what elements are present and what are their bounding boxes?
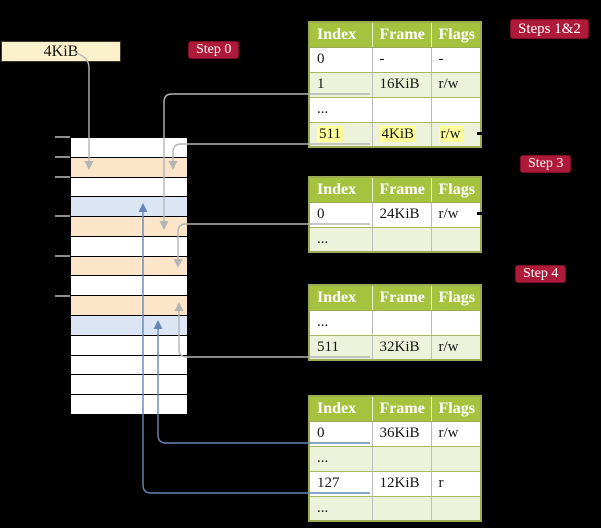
cell-index: ... xyxy=(309,496,373,521)
memory-tick xyxy=(55,255,70,257)
cell-index: ... xyxy=(309,446,373,472)
table-row: 127 12KiB r xyxy=(309,471,481,497)
table-row: ... xyxy=(309,496,481,521)
memory-row-page-table xyxy=(71,296,187,317)
highlight-mark: 511 xyxy=(317,125,343,142)
page-size-box: 4KiB xyxy=(1,41,121,62)
col-header-index: Index xyxy=(309,22,373,48)
col-header-index: Index xyxy=(309,285,373,311)
table-header-row: Index Frame Flags xyxy=(309,177,481,203)
cell-flags: r/w xyxy=(431,335,481,360)
cell-frame xyxy=(372,97,432,123)
memory-tick xyxy=(55,215,70,217)
page-size-label: 4KiB xyxy=(43,43,79,60)
badge-step-0: Step 0 xyxy=(188,41,240,59)
cell-frame: 4KiB xyxy=(372,122,432,147)
badge-steps-1-2: Steps 1&2 xyxy=(510,19,589,39)
memory-row-page-table xyxy=(71,217,187,237)
cell-flags xyxy=(431,227,481,252)
memory-row-free xyxy=(71,335,187,356)
cell-frame: 32KiB xyxy=(372,335,432,360)
table-row: ... xyxy=(309,97,481,123)
cell-frame xyxy=(372,446,432,472)
col-header-flags: Flags xyxy=(431,177,481,203)
cell-flags: r/w xyxy=(431,202,481,228)
memory-tick xyxy=(55,295,70,297)
table-header-row: Index Frame Flags xyxy=(309,396,481,422)
highlight-mark: 4KiB xyxy=(379,125,417,142)
cell-flags: r/w xyxy=(431,72,481,98)
cell-frame xyxy=(372,227,432,252)
cell-index: ... xyxy=(309,97,373,123)
memory-tick xyxy=(55,156,70,158)
cell-flags: - xyxy=(431,47,481,73)
highlight-mark: r/w xyxy=(438,125,463,142)
cell-index: 0 xyxy=(309,421,373,447)
cell-index: 511 xyxy=(309,335,373,360)
table-row: 0 36KiB r/w xyxy=(309,421,481,447)
cell-index: ... xyxy=(309,227,373,252)
cell-index: 511 xyxy=(309,122,373,147)
table-row: 1 16KiB r/w xyxy=(309,72,481,98)
memory-row-free xyxy=(71,138,187,158)
cell-index: 127 xyxy=(309,471,373,497)
page-table-step-4: Index Frame Flags ... 511 32KiB r/w xyxy=(308,284,482,361)
cell-frame xyxy=(372,310,432,336)
memory-row-free xyxy=(71,395,187,414)
memory-row-free xyxy=(71,375,187,396)
col-header-flags: Flags xyxy=(431,22,481,48)
memory-stack xyxy=(70,137,188,415)
cell-index: 0 xyxy=(309,47,373,73)
badge-step-4: Step 4 xyxy=(515,265,567,283)
table-row: ... xyxy=(309,310,481,336)
memory-row-free xyxy=(71,177,187,198)
col-header-frame: Frame xyxy=(372,396,432,422)
cell-index: 1 xyxy=(309,72,373,98)
cell-index: 0 xyxy=(309,202,373,228)
col-header-frame: Frame xyxy=(372,177,432,203)
col-header-flags: Flags xyxy=(431,396,481,422)
cell-frame: 36KiB xyxy=(372,421,432,447)
cell-flags: r xyxy=(431,471,481,497)
cell-frame xyxy=(372,496,432,521)
page-table-steps-1-2: Index Frame Flags 0 - - 1 16KiB r/w ... … xyxy=(308,21,482,148)
cell-flags xyxy=(431,97,481,123)
cell-index: ... xyxy=(309,310,373,336)
cell-flags: r/w xyxy=(431,122,481,147)
col-header-flags: Flags xyxy=(431,285,481,311)
memory-row-free xyxy=(71,355,187,376)
badge-step-3: Step 3 xyxy=(520,155,572,173)
table-row-highlighted: 511 4KiB r/w xyxy=(309,122,481,147)
memory-tick xyxy=(55,136,70,138)
memory-row-page-table xyxy=(71,256,187,277)
col-header-frame: Frame xyxy=(372,22,432,48)
cell-frame: 16KiB xyxy=(372,72,432,98)
cell-frame: 12KiB xyxy=(372,471,432,497)
memory-row-page-table xyxy=(71,157,187,178)
col-header-index: Index xyxy=(309,396,373,422)
table-row: 0 - - xyxy=(309,47,481,73)
col-header-frame: Frame xyxy=(372,285,432,311)
cell-flags: r/w xyxy=(431,421,481,447)
cell-flags xyxy=(431,446,481,472)
page-table-final-level: Index Frame Flags 0 36KiB r/w ... 127 12… xyxy=(308,395,482,522)
memory-row-free xyxy=(71,276,187,297)
memory-tick xyxy=(55,176,70,178)
memory-row-data xyxy=(71,197,187,218)
memory-row-data xyxy=(71,316,187,336)
cell-flags xyxy=(431,310,481,336)
table-row: ... xyxy=(309,446,481,472)
table-row: 511 32KiB r/w xyxy=(309,335,481,360)
table-header-row: Index Frame Flags xyxy=(309,285,481,311)
memory-row-free xyxy=(71,236,187,257)
cell-flags xyxy=(431,496,481,521)
table-header-row: Index Frame Flags xyxy=(309,22,481,48)
cell-frame: 24KiB xyxy=(372,202,432,228)
col-header-index: Index xyxy=(309,177,373,203)
cell-frame: - xyxy=(372,47,432,73)
table-row: ... xyxy=(309,227,481,252)
page-table-step-3: Index Frame Flags 0 24KiB r/w ... xyxy=(308,176,482,253)
table-row: 0 24KiB r/w xyxy=(309,202,481,228)
